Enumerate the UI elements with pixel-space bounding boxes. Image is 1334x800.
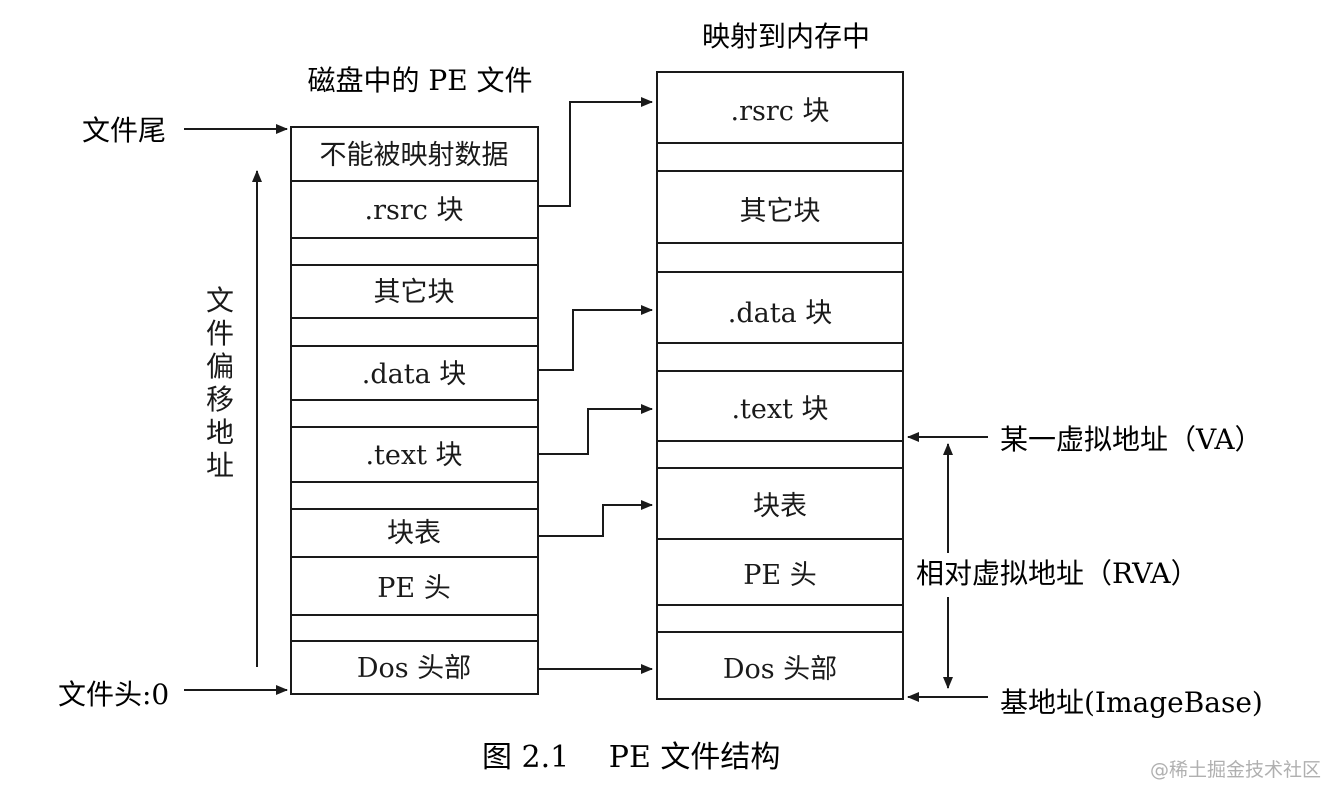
disk-block-dos-header: Dos 头部 xyxy=(357,653,471,684)
disk-column xyxy=(290,126,539,695)
mapping-connectors xyxy=(538,97,653,674)
image-base-label: 基地址(ImageBase) xyxy=(1000,686,1263,719)
file-tail-label: 文件尾 xyxy=(82,114,166,147)
file-offset-char: 偏 xyxy=(206,350,234,383)
disk-block-section-table: 块表 xyxy=(387,518,441,549)
file-offset-char: 址 xyxy=(206,449,234,482)
disk-frame xyxy=(290,126,539,695)
file-offset-label: 文 件 偏 移 地 址 xyxy=(206,284,234,482)
memory-block-dos-header: Dos 头部 xyxy=(723,654,837,685)
memory-block-labels: .rsrc 块 其它块 .data 块 .text 块 块表 PE 头 Dos … xyxy=(723,96,837,685)
file-offset-char: 移 xyxy=(206,383,234,416)
va-label: 某一虚拟地址（VA） xyxy=(1000,423,1263,456)
figure-caption: 图 2.1 PE 文件结构 xyxy=(482,740,780,775)
rva-label: 相对虚拟地址（RVA） xyxy=(916,557,1199,590)
disk-block-text: .text 块 xyxy=(365,440,462,471)
memory-title: 映射到内存中 xyxy=(702,20,870,53)
rva-label-backdrop xyxy=(912,553,1242,597)
map-section-table-arrow xyxy=(538,500,653,537)
memory-block-other: 其它块 xyxy=(740,196,821,227)
disk-title: 磁盘中的 PE 文件 xyxy=(307,64,532,97)
map-rsrc-arrow xyxy=(538,97,653,207)
memory-block-section-table: 块表 xyxy=(753,491,807,522)
memory-column xyxy=(656,71,904,700)
memory-block-pe-header: PE 头 xyxy=(743,560,816,591)
file-head-label: 文件头:0 xyxy=(58,678,169,711)
map-text-arrow xyxy=(538,404,653,455)
memory-block-rsrc: .rsrc 块 xyxy=(731,96,830,127)
file-offset-char: 文 xyxy=(206,284,234,317)
disk-block-unmapped: 不能被映射数据 xyxy=(320,140,509,171)
map-data-arrow xyxy=(538,305,653,371)
disk-block-labels: 不能被映射数据 .rsrc 块 其它块 .data 块 .text 块 块表 P… xyxy=(320,140,509,684)
file-offset-char: 件 xyxy=(206,317,234,350)
watermark: @稀土掘金技术社区 xyxy=(1150,759,1321,781)
disk-block-pe-header: PE 头 xyxy=(377,573,450,604)
disk-block-rsrc: .rsrc 块 xyxy=(365,195,464,226)
disk-block-data: .data 块 xyxy=(362,359,467,390)
disk-block-other: 其它块 xyxy=(374,277,455,308)
memory-block-data: .data 块 xyxy=(728,298,833,329)
memory-block-text: .text 块 xyxy=(731,394,828,425)
file-offset-char: 地 xyxy=(206,416,234,449)
memory-frame xyxy=(656,71,904,700)
